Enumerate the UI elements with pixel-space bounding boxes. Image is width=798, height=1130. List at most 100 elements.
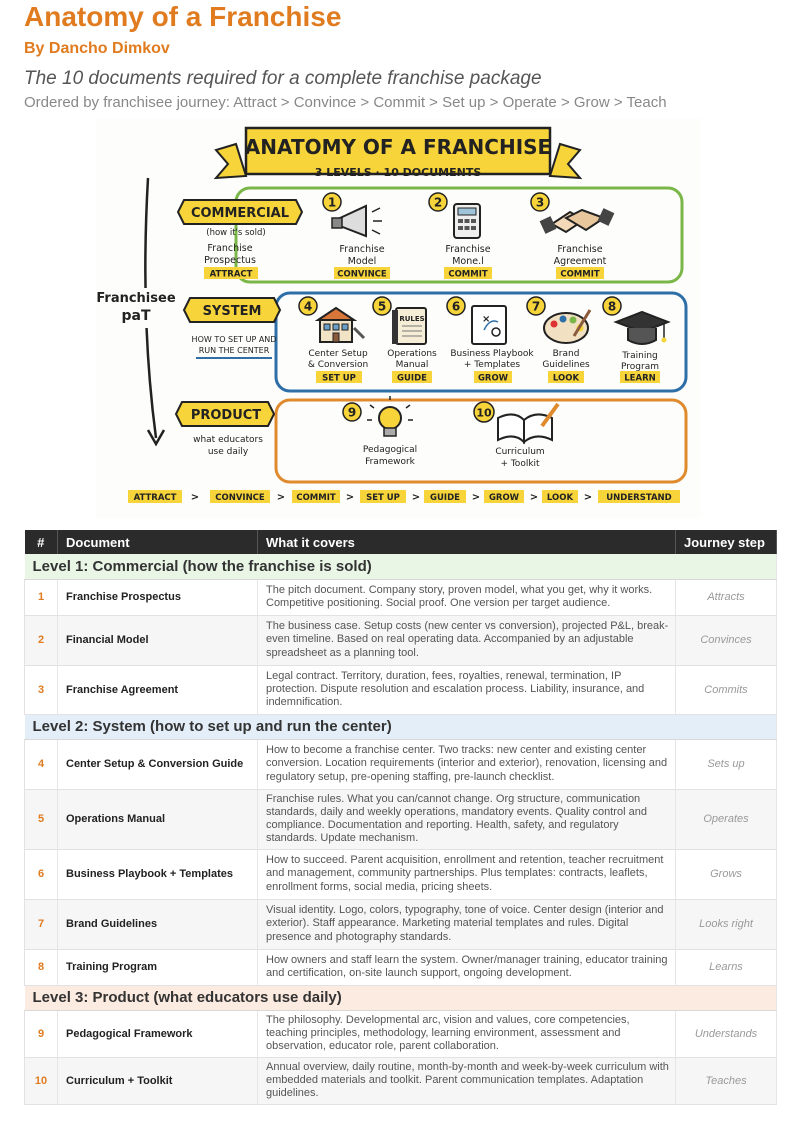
svg-text:2: 2 — [434, 196, 442, 210]
item-5: 5 RULES Operations Manual GUIDE — [372, 296, 437, 384]
item-10: 10 Curriculum + Toolkit — [473, 401, 560, 469]
svg-text:Business Playbook: Business Playbook — [450, 349, 534, 359]
svg-text:RUN THE CENTER: RUN THE CENTER — [199, 346, 270, 355]
item-2: 2 Franchise Mone.l COMMIT — [428, 192, 492, 280]
svg-text:7: 7 — [532, 300, 540, 314]
svg-text:4: 4 — [304, 300, 312, 314]
page-subtitle: The 10 documents required for a complete… — [24, 68, 542, 89]
banner-subtitle: 3 LEVELS · 10 DOCUMENTS — [315, 166, 482, 179]
svg-text:SET UP: SET UP — [366, 493, 400, 503]
svg-text:Franchise: Franchise — [445, 244, 490, 255]
page-title: Anatomy of a Franchise — [24, 1, 342, 32]
header-num: # — [24, 530, 58, 554]
svg-text:>: > — [346, 492, 354, 503]
svg-text:6: 6 — [452, 300, 460, 314]
table-row: 10 Curriculum + Toolkit Annual overview,… — [24, 1057, 777, 1105]
svg-text:COMMERCIAL: COMMERCIAL — [191, 206, 289, 221]
svg-text:GUIDE: GUIDE — [430, 493, 460, 503]
calculator-icon — [453, 203, 481, 239]
svg-text:GROW: GROW — [489, 493, 520, 503]
rulebook-icon: RULES — [392, 307, 427, 345]
product-frame — [274, 398, 688, 484]
svg-text:>: > — [530, 492, 538, 503]
journey-order-line: Ordered by franchisee journey: Attract >… — [24, 94, 667, 111]
level-1-row: Level 1: Commercial (how the franchise i… — [24, 554, 777, 580]
lightbulb-icon — [367, 396, 413, 437]
svg-text:Training: Training — [621, 351, 658, 361]
commercial-prospectus: Franchise Prospectus ATTRACT — [204, 243, 258, 280]
svg-text:use daily: use daily — [208, 447, 249, 457]
path-label-line-2: paT — [121, 308, 150, 324]
svg-text:Program: Program — [621, 362, 659, 372]
svg-text:1: 1 — [328, 196, 336, 210]
level-2-row: Level 2: System (how to set up and run t… — [24, 714, 777, 740]
franchise-anatomy-illustration: ANATOMY OF A FRANCHISE 3 LEVELS · 10 DOC… — [96, 118, 700, 518]
svg-text:8: 8 — [608, 300, 616, 314]
megaphone-icon — [331, 204, 382, 238]
svg-text:HOW TO SET UP AND: HOW TO SET UP AND — [192, 335, 277, 344]
graduation-cap-icon — [613, 310, 671, 345]
open-book-icon — [497, 402, 560, 445]
svg-text:>: > — [277, 492, 285, 503]
table-row: 3 Franchise Agreement Legal contract. Te… — [24, 665, 777, 715]
building-icon — [314, 306, 366, 343]
svg-text:Model: Model — [348, 256, 377, 267]
svg-text:Mone.l: Mone.l — [452, 256, 484, 267]
svg-text:CONVINCE: CONVINCE — [337, 270, 387, 280]
header-document: Document — [57, 530, 258, 554]
svg-text:Agreement: Agreement — [554, 256, 607, 267]
svg-text:SET UP: SET UP — [322, 374, 356, 384]
system-frame — [274, 291, 688, 393]
svg-text:+ Templates: + Templates — [464, 360, 520, 370]
svg-text:9: 9 — [348, 406, 356, 420]
svg-text:GROW: GROW — [478, 374, 509, 384]
header-covers: What it covers — [257, 530, 676, 554]
franchisee-path-arrow: Franchisee paT — [96, 177, 176, 447]
item-1: 1 Franchise Model CONVINCE — [322, 192, 390, 280]
svg-text:×: × — [482, 314, 490, 325]
svg-text:Curriculum: Curriculum — [495, 447, 544, 457]
commercial-frame — [234, 186, 684, 284]
palette-icon — [543, 309, 592, 344]
documents-table: # Document What it covers Journey step L… — [24, 530, 777, 1105]
table-row: 1 Franchise Prospectus The pitch documen… — [24, 579, 777, 616]
item-3: 3 Franchise Agreement COMMIT — [530, 192, 615, 280]
item-9: 9 Pedagogical Framework — [342, 396, 417, 467]
page-header: Anatomy of a Franchise By Dancho Dimkov … — [24, 0, 784, 113]
svg-text:Brand: Brand — [553, 349, 580, 359]
svg-text:Manual: Manual — [396, 360, 429, 370]
table-row: 7 Brand Guidelines Visual identity. Logo… — [24, 899, 777, 950]
svg-text:Prospectus: Prospectus — [204, 255, 256, 266]
table-row: 2 Financial Model The business case. Set… — [24, 615, 777, 666]
commercial-ribbon: COMMERCIAL (how it's sold) — [176, 199, 304, 238]
item-6: 6 × Business Playbook + Templates GROW — [446, 296, 534, 384]
playbook-icon: × — [471, 305, 507, 345]
svg-text:Franchise: Franchise — [339, 244, 384, 255]
svg-text:GUIDE: GUIDE — [397, 374, 427, 384]
svg-text:LOOK: LOOK — [553, 374, 580, 384]
svg-text:Franchise: Franchise — [207, 243, 252, 254]
path-label-line-1: Franchisee — [96, 291, 175, 306]
svg-text:5: 5 — [378, 300, 386, 314]
item-4: 4 Center Setup & Conversion SET UP — [298, 296, 368, 384]
svg-text:ATTRACT: ATTRACT — [134, 493, 177, 503]
title-banner: ANATOMY OF A FRANCHISE 3 LEVELS · 10 DOC… — [213, 126, 583, 180]
svg-text:Franchise: Franchise — [557, 244, 602, 255]
svg-text:Pedagogical: Pedagogical — [363, 445, 417, 455]
svg-text:>: > — [472, 492, 480, 503]
svg-text:10: 10 — [476, 407, 492, 420]
system-ribbon: SYSTEM HOW TO SET UP AND RUN THE CENTER — [182, 297, 282, 359]
item-8: 8 Training Program LEARN — [602, 296, 671, 384]
svg-text:UNDERSTAND: UNDERSTAND — [606, 493, 671, 503]
svg-text:ATTRACT: ATTRACT — [210, 270, 253, 280]
svg-text:>: > — [412, 492, 420, 503]
svg-text:>: > — [191, 492, 199, 503]
svg-text:Guidelines: Guidelines — [542, 360, 590, 370]
svg-text:COMMIT: COMMIT — [448, 270, 488, 280]
svg-text:& Conversion: & Conversion — [308, 360, 368, 370]
svg-text:RULES: RULES — [399, 315, 424, 323]
svg-text:SYSTEM: SYSTEM — [203, 304, 262, 319]
level-3-row: Level 3: Product (what educators use dai… — [24, 985, 777, 1011]
svg-text:3: 3 — [536, 196, 544, 210]
svg-text:COMMIT: COMMIT — [296, 493, 336, 503]
